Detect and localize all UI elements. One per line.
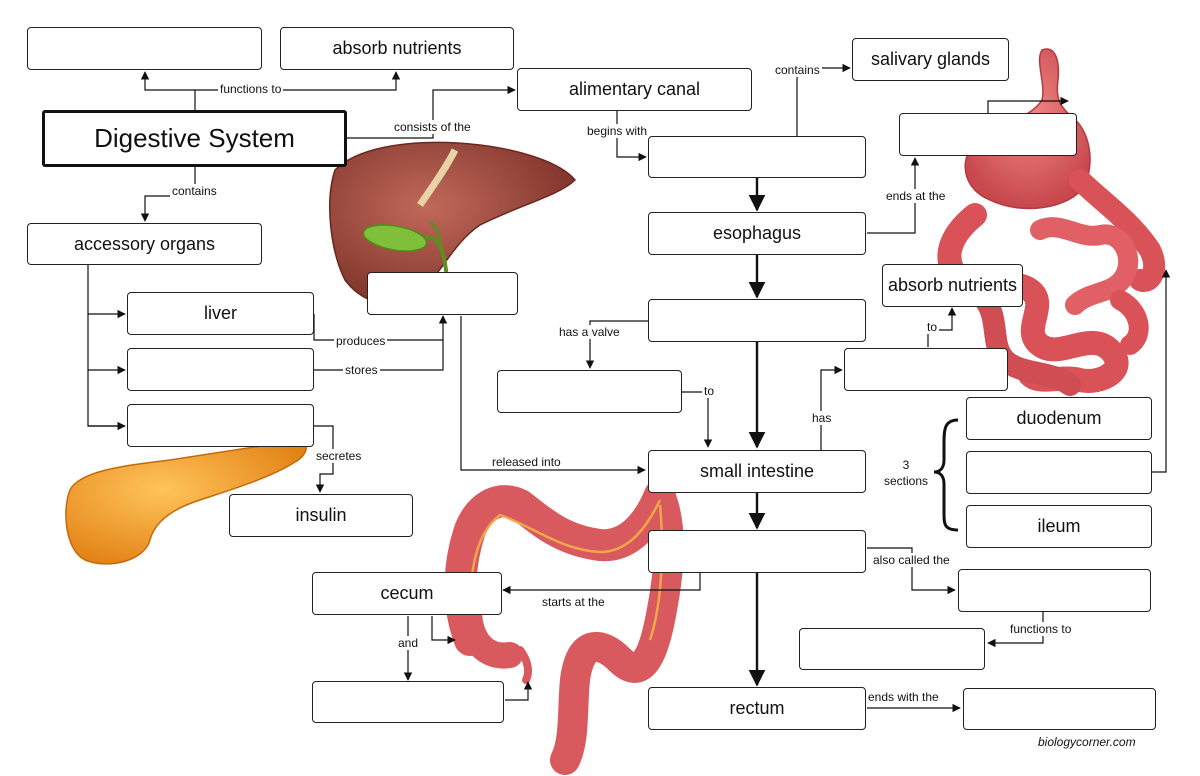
blank-box-anus[interactable] xyxy=(963,688,1156,730)
absorb-nutrients-right-box[interactable]: absorb nutrients xyxy=(882,264,1023,307)
link-begins-with: begins with xyxy=(585,124,650,138)
credit-text: biologycorner.com xyxy=(1038,735,1136,749)
small-intestine-box[interactable]: small intestine xyxy=(648,450,866,493)
blank-box-valve-organ[interactable] xyxy=(648,299,866,342)
link-has: has xyxy=(810,411,834,425)
blank-box-jejunum[interactable] xyxy=(966,451,1152,494)
blank-box-appendix[interactable] xyxy=(312,681,504,723)
link-ends-with-the: ends with the xyxy=(866,690,941,704)
blank-box-gallbladder[interactable] xyxy=(127,348,314,391)
blank-box-mouth[interactable] xyxy=(648,136,866,178)
link-also-called-the: also called the xyxy=(871,553,952,567)
link-and: and xyxy=(396,636,421,650)
blank-box-sphincter[interactable] xyxy=(497,370,682,413)
blank-box-colon-function[interactable] xyxy=(799,628,985,670)
duodenum-box[interactable]: duodenum xyxy=(966,397,1152,440)
blank-box-bile[interactable] xyxy=(367,272,518,315)
link-produces: produces xyxy=(334,334,388,348)
esophagus-box[interactable]: esophagus xyxy=(648,212,866,255)
link-to-right: to xyxy=(925,320,940,334)
link-starts-at-the: starts at the xyxy=(540,595,607,609)
blank-box-top-left[interactable] xyxy=(27,27,262,70)
sections-label: 3 sections xyxy=(878,457,934,489)
alimentary-canal-box[interactable]: alimentary canal xyxy=(517,68,752,111)
link-released-into: released into xyxy=(490,455,563,469)
liver-illustration xyxy=(329,141,577,305)
link-to-valve: to xyxy=(702,384,717,398)
liver-box[interactable]: liver xyxy=(127,292,314,335)
rectum-box[interactable]: rectum xyxy=(648,687,866,730)
link-consists-of-the: consists of the xyxy=(392,120,473,134)
link-functions-to: functions to xyxy=(218,82,284,96)
link-stores: stores xyxy=(343,363,380,377)
absorb-nutrients-top-box[interactable]: absorb nutrients xyxy=(280,27,514,70)
sections-text: 3 sections xyxy=(883,458,929,488)
pancreas-illustration xyxy=(65,439,307,565)
cecum-box[interactable]: cecum xyxy=(312,572,502,615)
link-contains-left: contains xyxy=(170,184,219,198)
stomach-intestine-illustration xyxy=(937,48,1166,396)
link-has-a-valve: has a valve xyxy=(557,325,622,339)
sections-brace xyxy=(933,418,959,532)
link-ends-at-the: ends at the xyxy=(884,189,948,203)
link-functions-to-2: functions to xyxy=(1008,622,1074,636)
diagram-title: Digestive System xyxy=(42,110,347,167)
blank-box-colon[interactable] xyxy=(958,569,1151,612)
ileum-box[interactable]: ileum xyxy=(966,505,1152,548)
insulin-box[interactable]: insulin xyxy=(229,494,413,537)
accessory-organs-box[interactable]: accessory organs xyxy=(27,223,262,265)
blank-box-villi[interactable] xyxy=(844,348,1008,391)
link-secretes: secretes xyxy=(314,449,364,463)
blank-box-large-intestine[interactable] xyxy=(648,530,866,573)
blank-box-stomach[interactable] xyxy=(899,113,1077,156)
blank-box-pancreas[interactable] xyxy=(127,404,314,447)
link-contains-top: contains xyxy=(773,63,822,77)
salivary-glands-box[interactable]: salivary glands xyxy=(852,38,1009,81)
